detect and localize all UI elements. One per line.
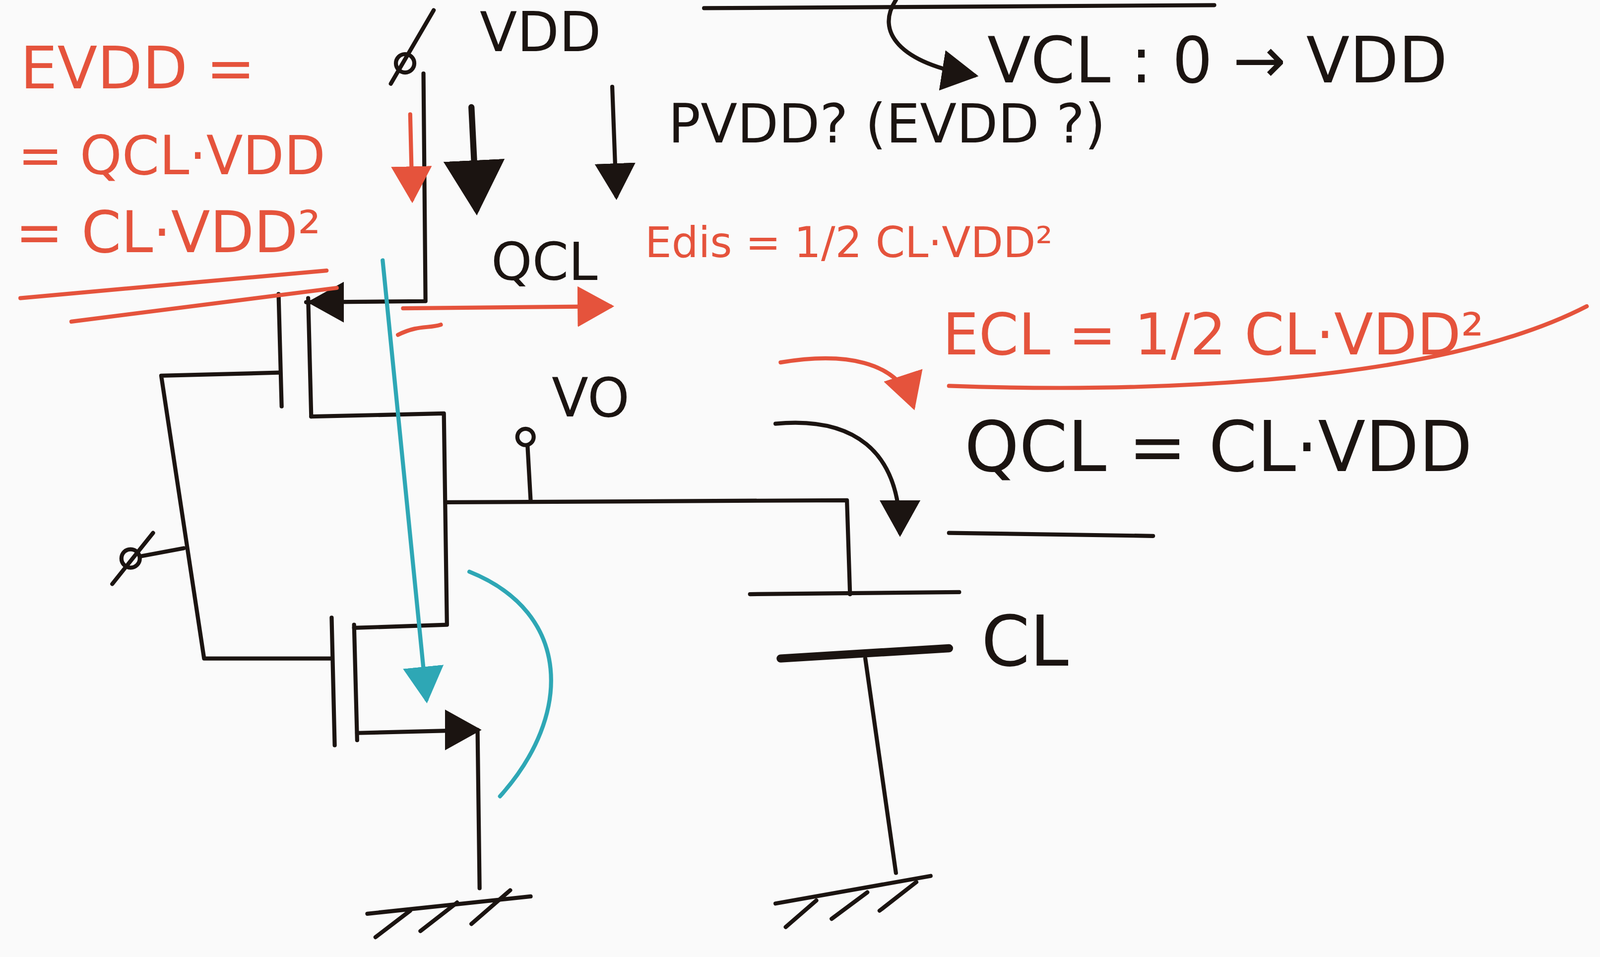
label-holder: PVDD? (EVDD ?) xyxy=(668,93,1106,155)
label-holder: Edis = 1/2 CL·VDD² xyxy=(644,218,1053,267)
label-holder: = CL·VDD² xyxy=(15,199,321,265)
label-holder: VO xyxy=(551,367,630,429)
label-holder: QCL = CL·VDD xyxy=(964,406,1473,487)
component-label: CL xyxy=(981,601,1069,682)
energy-equation: Edis = 1/2 CL·VDD² xyxy=(644,218,1053,267)
label-holder: CL xyxy=(981,601,1069,682)
label-holder: VCL : 0 → VDD xyxy=(987,23,1448,97)
label-holder: EVDD = xyxy=(20,34,256,103)
voltage-swing-note: VCL : 0 → VDD xyxy=(987,23,1448,97)
charge-equation: QCL = CL·VDD xyxy=(964,406,1473,487)
current-path xyxy=(382,259,551,796)
energy-equation: = CL·VDD² xyxy=(15,199,321,265)
label-holder: VDD xyxy=(479,0,602,64)
charge-label: QCL xyxy=(491,232,598,293)
supply-label: VDD xyxy=(479,0,602,64)
label-holder: = QCL·VDD xyxy=(17,125,326,187)
energy-equation: = QCL·VDD xyxy=(17,125,326,187)
node-label: VO xyxy=(551,367,630,429)
label-holder: QCL xyxy=(491,232,598,293)
label-holder: ECL = 1/2 CL·VDD² xyxy=(942,301,1484,368)
power-question: PVDD? (EVDD ?) xyxy=(668,93,1106,155)
energy-equation: ECL = 1/2 CL·VDD² xyxy=(942,301,1484,368)
energy-equation: EVDD = xyxy=(20,34,256,103)
